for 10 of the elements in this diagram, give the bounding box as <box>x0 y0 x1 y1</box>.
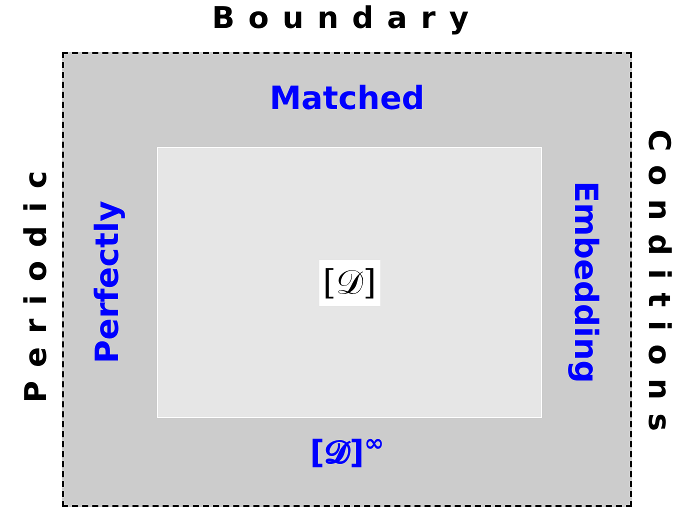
math-label: [𝒟] <box>318 260 380 306</box>
region-label: Matched <box>269 82 425 114</box>
region-label: [𝓓]$^{∞}$ <box>310 436 384 468</box>
outer-region <box>62 52 632 507</box>
inner-region <box>157 147 542 418</box>
boundary-label: Conditions <box>643 129 673 445</box>
boundary-label: Periodic <box>22 157 52 403</box>
region-label: Perfectly <box>91 200 123 364</box>
region-label: Embedding <box>570 180 602 384</box>
boundary-label: Boundary <box>212 4 482 34</box>
